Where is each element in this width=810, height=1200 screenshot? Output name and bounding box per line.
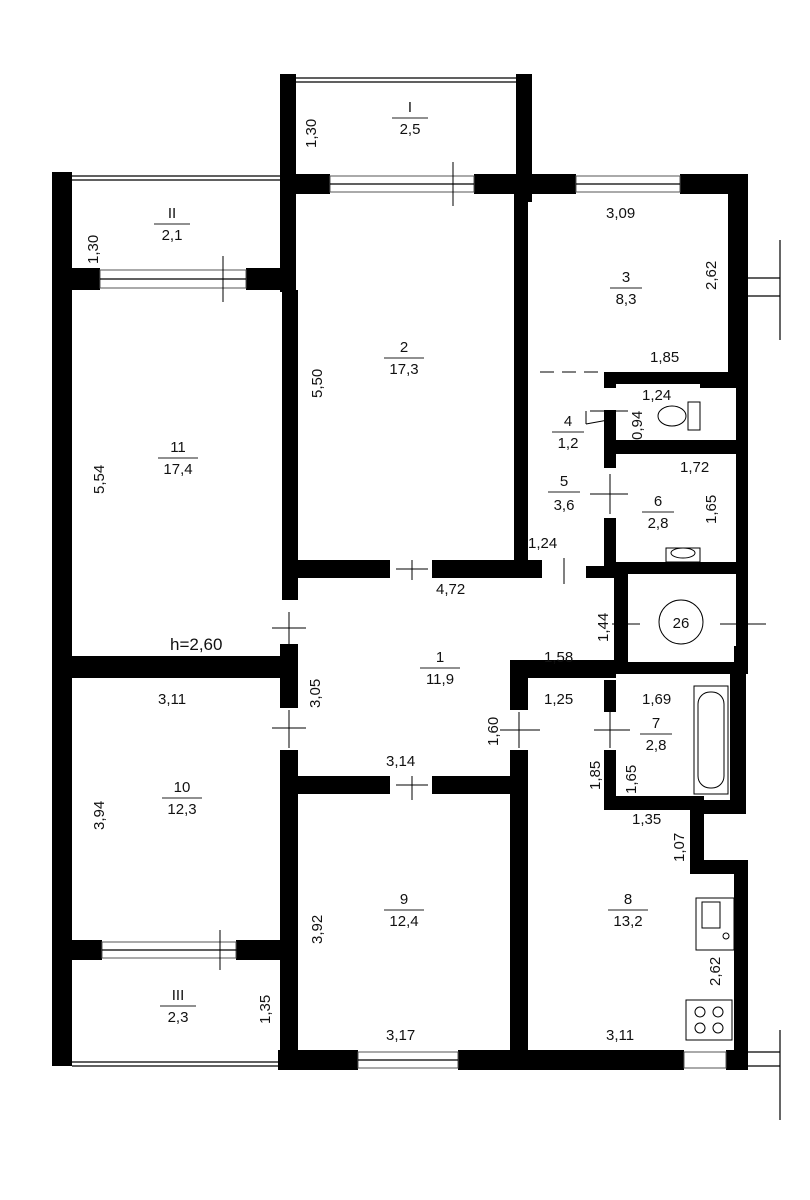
svg-text:7: 7 [652,715,660,732]
dim-room-9-depth: 3,92 [309,915,326,944]
dim-room-5-width: 1,24 [528,535,557,552]
svg-text:17,3: 17,3 [389,361,418,378]
svg-text:8,3: 8,3 [616,291,637,308]
dim-room-2-width: 4,72 [436,581,465,598]
svg-text:2,5: 2,5 [400,121,421,138]
room-9-label: 9 12,4 [384,891,424,930]
svg-text:12,3: 12,3 [167,801,196,818]
svg-text:17,4: 17,4 [163,461,192,478]
svg-text:8: 8 [624,891,632,908]
dim-room-9-bottom-width: 3,17 [386,1027,415,1044]
room-6-label: 6 2,8 [642,493,674,532]
dim-room-3-depth: 2,62 [703,261,720,290]
riser-label: 26 [673,615,690,632]
svg-text:10: 10 [174,779,191,796]
toilet-icon [657,401,701,431]
room-10-label: 10 12,3 [162,779,202,818]
dim-hall-step: 1,58 [544,649,573,666]
bathtub-icon [693,685,729,795]
room-II-label: II 2,1 [154,205,190,244]
svg-text:2: 2 [400,339,408,356]
svg-text:III: III [172,987,185,1004]
dim-room-6-width: 1,72 [680,459,709,476]
svg-text:11,9: 11,9 [426,671,454,688]
svg-text:I: I [408,99,412,116]
svg-text:1: 1 [436,649,444,666]
dim-wc-width: 1,24 [642,387,671,404]
dim-room-10-width: 3,11 [158,691,186,708]
svg-text:2,3: 2,3 [168,1009,189,1026]
svg-text:5: 5 [560,473,568,490]
svg-text:II: II [168,205,176,222]
room-III-label: III 2,3 [160,987,196,1026]
room-11-label: 11 17,4 [158,439,198,478]
door-marks [202,162,766,970]
room-2-label: 2 17,3 [384,339,424,378]
dim-room-2-depth: 5,50 [309,369,326,398]
dim-balcony-II-depth: 1,30 [85,235,102,264]
svg-text:12,4: 12,4 [389,913,418,930]
dim-kitchen-step-width: 1,35 [632,811,661,828]
svg-text:2,1: 2,1 [162,227,183,244]
ceiling-height: h=2,60 [170,635,222,654]
room-4-label: 4 1,2 [552,413,584,452]
dim-hall-width: 1,85 [650,349,679,366]
dim-wc-depth: 0,94 [629,411,646,440]
dim-entry-depth: 1,60 [485,717,502,746]
dim-room-6-depth: 1,65 [703,495,720,524]
dim-entry-length: 1,85 [587,761,604,790]
sink-icon [665,547,701,563]
dim-kitchen-depth: 2,62 [707,957,724,986]
svg-text:1,2: 1,2 [558,435,579,452]
dim-room-11-depth: 5,54 [91,465,108,494]
dim-room-9-top-width: 3,14 [386,753,415,770]
walls [52,74,781,1120]
dim-balcony-III-depth: 1,35 [257,995,274,1024]
svg-text:2,8: 2,8 [648,515,669,532]
svg-text:13,2: 13,2 [613,913,642,930]
stove-icon [685,999,733,1041]
svg-text:3,6: 3,6 [554,497,575,514]
svg-text:6: 6 [654,493,662,510]
dim-balcony-I-depth: 1,30 [303,119,320,148]
dim-kitchen-step-depth: 1,07 [671,833,688,862]
dim-hall-depth: 3,05 [307,679,324,708]
riser-26-icon [658,599,704,645]
svg-text:9: 9 [400,891,408,908]
room-labels: I 2,5 II 2,1 III 2,3 1 11,9 2 17,3 3 8,3 [154,99,674,1026]
dim-room-8-width: 3,11 [606,1027,634,1044]
dim-room-3-width: 3,09 [606,205,635,222]
room-8-label: 8 13,2 [608,891,648,930]
room-3-label: 3 8,3 [610,269,642,308]
dim-bath-depth: 1,65 [623,765,640,794]
kitchen-sink-icon [695,897,735,951]
room-I-label: I 2,5 [392,99,428,138]
svg-text:3: 3 [622,269,630,286]
dim-bath-width: 1,69 [642,691,671,708]
windows [99,175,727,1069]
fixtures [657,401,735,1041]
dim-corridor-niche: 1,44 [595,613,612,642]
dimension-labels: 1,30 1,30 3,09 2,62 5,50 1,85 1,24 0,94 … [85,119,724,1044]
room-5-label: 5 3,6 [548,473,580,514]
room-7-label: 7 2,8 [640,715,672,754]
dim-room-10-depth: 3,94 [91,801,108,830]
room-1-label: 1 11,9 [420,649,460,688]
svg-text:11: 11 [170,439,186,456]
svg-text:2,8: 2,8 [646,737,667,754]
svg-text:4: 4 [564,413,572,430]
dim-entry-width: 1,25 [544,691,573,708]
